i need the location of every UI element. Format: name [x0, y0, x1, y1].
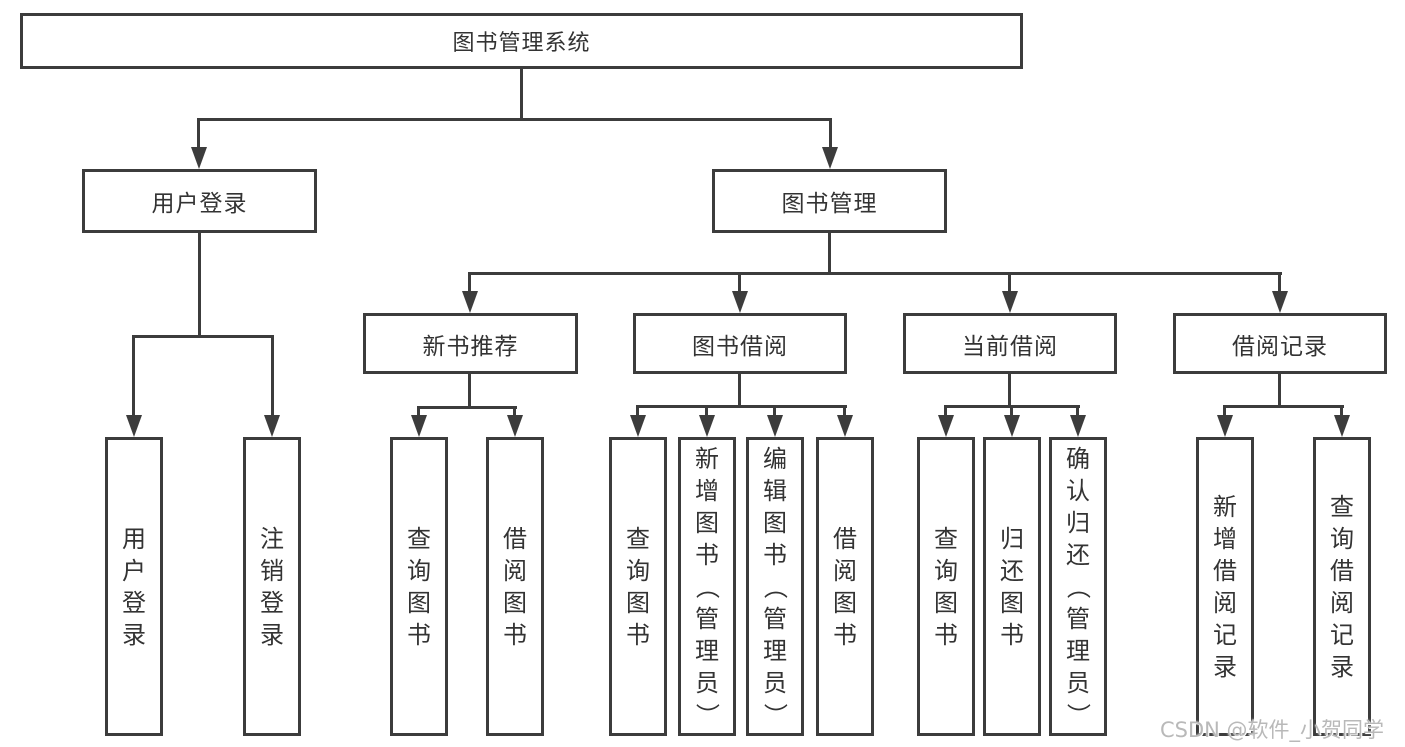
connector-line	[773, 405, 776, 417]
connector-line	[520, 69, 523, 121]
connector-line	[1223, 405, 1344, 408]
connector-arrow	[837, 415, 853, 437]
connector-arrow	[767, 415, 783, 437]
connector-arrow	[1334, 415, 1350, 437]
node-current-borrowing: 当前借阅	[903, 313, 1117, 374]
connector-line	[1010, 405, 1013, 417]
connector-line	[197, 118, 200, 150]
connector-arrow	[126, 415, 142, 437]
node-borrowing-records: 借阅记录	[1173, 313, 1387, 374]
connector-arrow	[630, 415, 646, 437]
connector-arrow	[938, 415, 954, 437]
connector-arrow	[1070, 415, 1086, 437]
node-library-management-system: 图书管理系统	[20, 13, 1023, 69]
node-user-login: 用户登录	[82, 169, 317, 233]
leaf-query-books: 查询图书	[917, 437, 975, 736]
connector-line	[468, 272, 1282, 275]
connector-arrow	[411, 415, 427, 437]
connector-line	[1278, 374, 1281, 407]
leaf-query-borrow-record: 查询借阅记录	[1313, 437, 1371, 736]
connector-arrow	[1004, 415, 1020, 437]
leaf-query-books: 查询图书	[609, 437, 667, 736]
connector-line	[198, 233, 201, 338]
leaf-borrow-books: 借阅图书	[486, 437, 544, 736]
leaf-logout: 注销登录	[243, 437, 301, 736]
leaf-confirm-return-admin: 确认归还（管理员）	[1049, 437, 1107, 736]
connector-arrow	[822, 147, 838, 169]
connector-line	[1278, 272, 1281, 294]
node-new-book-recommendation: 新书推荐	[363, 313, 578, 374]
leaf-add-borrow-record: 新增借阅记录	[1196, 437, 1254, 736]
connector-line	[705, 405, 708, 417]
connector-line	[1340, 405, 1343, 417]
connector-arrow	[191, 147, 207, 169]
connector-line	[636, 405, 847, 408]
connector-line	[738, 374, 741, 407]
connector-line	[197, 118, 832, 121]
connector-line	[843, 405, 846, 417]
connector-arrow	[264, 415, 280, 437]
connector-line	[417, 406, 420, 417]
connector-arrow	[1272, 291, 1288, 313]
connector-arrow	[699, 415, 715, 437]
watermark: CSDN @软件_小贺同学	[1160, 718, 1385, 742]
connector-line	[271, 335, 274, 417]
leaf-add-book-admin: 新增图书（管理员）	[678, 437, 736, 736]
connector-line	[829, 118, 832, 150]
connector-arrow	[732, 291, 748, 313]
leaf-edit-book-admin: 编辑图书（管理员）	[746, 437, 804, 736]
node-book-borrowing: 图书借阅	[633, 313, 847, 374]
connector-line	[1223, 405, 1226, 417]
leaf-return-books: 归还图书	[983, 437, 1041, 736]
leaf-borrow-books: 借阅图书	[816, 437, 874, 736]
connector-line	[132, 335, 274, 338]
connector-arrow	[507, 415, 523, 437]
connector-line	[944, 405, 947, 417]
connector-line	[468, 374, 471, 408]
connector-line	[468, 272, 471, 294]
node-book-management: 图书管理	[712, 169, 947, 233]
connector-line	[417, 406, 517, 409]
connector-line	[828, 233, 831, 275]
connector-line	[1076, 405, 1079, 417]
leaf-user-login: 用户登录	[105, 437, 163, 736]
connector-line	[513, 406, 516, 417]
leaf-query-books: 查询图书	[390, 437, 448, 736]
connector-arrow	[462, 291, 478, 313]
connector-arrow	[1002, 291, 1018, 313]
connector-line	[132, 335, 135, 417]
connector-line	[636, 405, 639, 417]
connector-arrow	[1217, 415, 1233, 437]
connector-line	[1008, 272, 1011, 294]
connector-line	[738, 272, 741, 294]
connector-line	[1008, 374, 1011, 407]
